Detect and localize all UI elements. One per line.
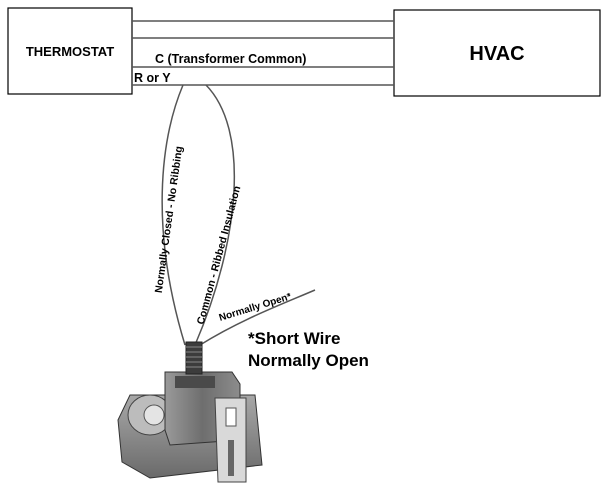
common-lead-label: Common - Ribbed Insulation — [195, 185, 244, 326]
short-wire-note-line2: Normally Open — [248, 351, 369, 370]
common-wire-label: C (Transformer Common) — [155, 52, 306, 66]
normally-closed-lead — [161, 84, 186, 346]
short-wire-note-line1: *Short Wire — [248, 329, 340, 348]
normally-open-label: Normally Open* — [218, 291, 293, 323]
hvac-label: HVAC — [469, 43, 524, 65]
thermostat-box: THERMOSTAT — [7, 7, 133, 95]
bus-wires — [132, 20, 394, 86]
lead-wires — [161, 84, 316, 346]
normally-open-lead — [199, 289, 316, 346]
threaded-stem — [185, 341, 203, 375]
hvac-box: HVAC — [393, 9, 601, 97]
switch-device-illustration — [117, 341, 263, 483]
common-lead — [194, 84, 235, 346]
normally-closed-label: Normally Closed - No Ribbing — [153, 145, 186, 293]
r-or-y-label: R or Y — [134, 71, 171, 85]
thermostat-label: THERMOSTAT — [26, 44, 114, 59]
